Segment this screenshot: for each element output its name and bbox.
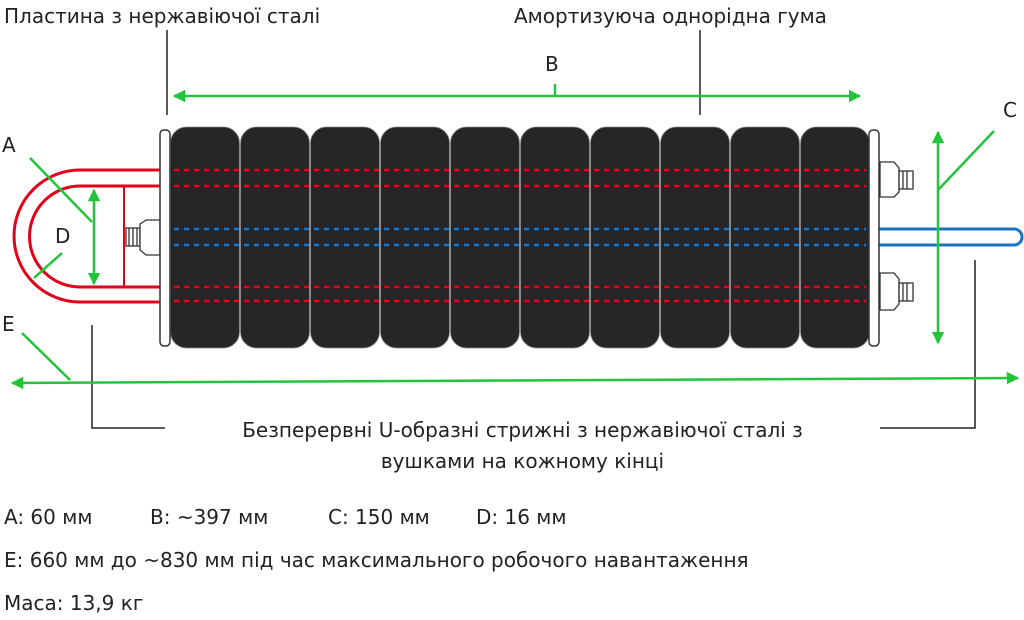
right-plate [868, 129, 880, 347]
spec-b: B: ~397 мм [150, 505, 269, 529]
rubber-segment [730, 126, 800, 349]
right-u-rod [878, 227, 1024, 247]
rubber-segments [170, 126, 870, 349]
spec-mass: Маса: 13,9 кг [4, 591, 144, 615]
right-bolt-bottom-icon [879, 272, 914, 311]
spec-e: E: 660 мм до ~830 мм під час максимально… [4, 548, 749, 572]
spec-c: C: 150 мм [328, 505, 430, 529]
spec-d: D: 16 мм [476, 505, 567, 529]
rubber-segment [520, 126, 590, 349]
plate-label: Пластина з нержавіючої сталі [4, 4, 321, 28]
right-bolt-top-icon [879, 161, 914, 198]
spec-a: A: 60 мм [4, 505, 93, 529]
leader-lines [91, 30, 976, 429]
rubber-segment [450, 126, 520, 349]
dim-e-arrow [10, 371, 1020, 390]
rubber-segment [310, 126, 380, 349]
dim-c-label: C [1003, 98, 1017, 122]
dim-d-label: D [55, 224, 71, 248]
rubber-segment [800, 126, 870, 349]
rubber-segment [240, 126, 310, 349]
rubber-segment [590, 126, 660, 349]
rubber-segment [170, 126, 240, 349]
dimension-lines [10, 84, 1020, 390]
dim-a-label: A [2, 133, 16, 157]
dim-e-label: E [2, 312, 15, 336]
left-plate [159, 129, 171, 347]
rubber-label: Амортизуюча однорідна гума [514, 4, 827, 28]
rubber-segment [660, 126, 730, 349]
rods-label-line2: вушками на кожному кінці [380, 449, 665, 473]
rubber-segment [380, 126, 450, 349]
dim-b-label: B [545, 52, 559, 76]
left-bolt-icon [125, 219, 161, 256]
rods-label-line1: Безперервні U-образні стрижні з нержавію… [242, 418, 803, 442]
